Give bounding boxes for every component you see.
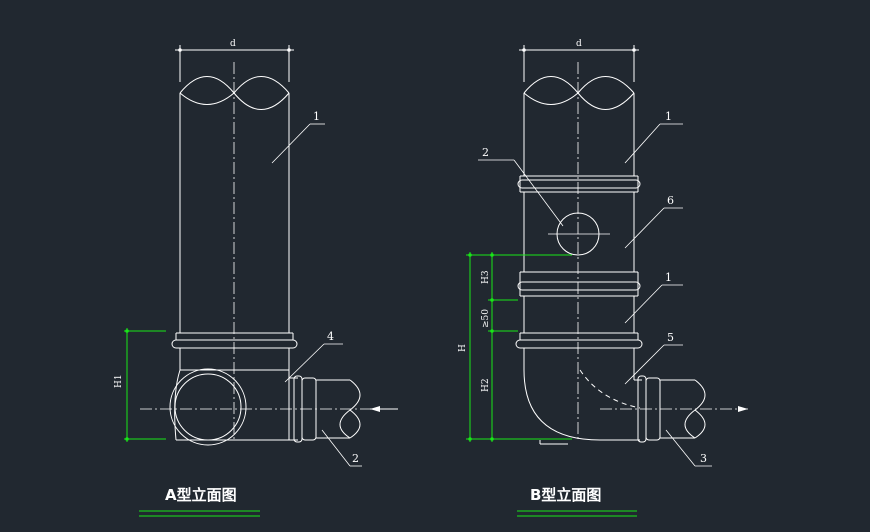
- view-b-dim-d-label: d: [576, 39, 582, 49]
- view-a-callout-2: 2: [321, 429, 362, 467]
- view-b-title: B型立面图: [530, 486, 601, 504]
- view-b-callout-1-lower: 1: [624, 271, 683, 324]
- view-a-flow-arrow: [370, 406, 380, 412]
- view-a-break-top: [179, 76, 290, 94]
- view-a-elbow: [169, 368, 290, 446]
- view-b-upper-coupling: [517, 175, 641, 193]
- view-b-callout-3-label: 3: [700, 452, 707, 465]
- view-a-callout-4: 4: [284, 330, 343, 383]
- view-a-title: A型立面图: [165, 486, 237, 504]
- view-b-break-top: [523, 76, 635, 94]
- view-b-branch: [634, 375, 706, 443]
- view-a-callout-1: 1: [271, 110, 325, 164]
- view-a-dim-d: d: [175, 39, 294, 82]
- view-b-callout-2: 2: [478, 146, 564, 227]
- view-a-dim-h1: H1: [114, 328, 166, 442]
- view-b-dim-h2-label: H2: [481, 378, 491, 392]
- view-a-coupling: [171, 332, 298, 370]
- view-b-flow-arrow: [738, 406, 748, 412]
- view-b-callout-1-top-label: 1: [665, 110, 672, 123]
- view-b-dim-50-label: ≥50: [481, 309, 491, 328]
- view-a-branch: [289, 375, 361, 443]
- view-b-title-block: B型立面图: [517, 486, 637, 517]
- view-a-callout-2-label: 2: [352, 452, 359, 465]
- view-b-callout-6-label: 6: [667, 194, 674, 207]
- view-a: d: [114, 39, 398, 517]
- view-b-callout-5-label: 5: [667, 331, 674, 344]
- view-b-elbow: [523, 369, 641, 445]
- view-b-dim-d: d: [519, 39, 639, 82]
- view-b: d: [458, 39, 748, 517]
- view-b-lower-coupling: [515, 332, 643, 380]
- view-b-dim-h3-label: H3: [481, 270, 491, 284]
- view-b-middle-coupling: [517, 271, 641, 297]
- view-b-dim-h3: H3 ≥50 H2: [481, 252, 518, 442]
- view-a-dim-h1-label: H1: [114, 374, 124, 388]
- view-a-dim-d-label: d: [230, 39, 236, 49]
- view-a-title-block: A型立面图: [139, 486, 260, 517]
- view-b-dim-h-label: H: [458, 344, 468, 352]
- view-b-callout-3: 3: [665, 429, 712, 467]
- view-a-callout-4-label: 4: [327, 330, 334, 343]
- view-b-callout-1-lower-label: 1: [665, 271, 672, 284]
- view-b-callout-5: 5: [624, 331, 683, 385]
- view-b-callout-6: 6: [624, 194, 683, 249]
- view-b-dim-h: H: [458, 252, 572, 442]
- view-b-callout-1-top: 1: [624, 110, 683, 164]
- view-b-callout-2-label: 2: [482, 146, 489, 159]
- view-a-callout-1-label: 1: [313, 110, 320, 123]
